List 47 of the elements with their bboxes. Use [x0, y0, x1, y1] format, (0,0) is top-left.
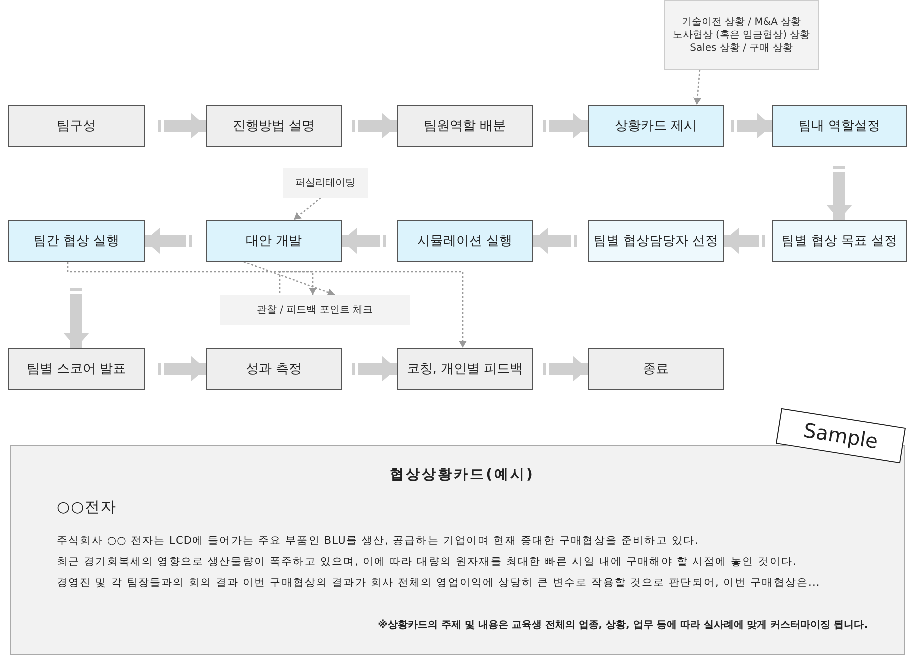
process-box	[588, 105, 724, 147]
step-label: 시뮬레이션 실행	[417, 233, 513, 250]
step-label: 상황카드 제시	[614, 118, 698, 135]
note-box	[220, 295, 410, 325]
step-label: 팀구성	[57, 118, 96, 135]
step-label: 팀별 스코어 발표	[26, 361, 126, 378]
dotted-arrow	[279, 271, 467, 348]
card-paragraph: 주식회사 ○○ 전자는 LCD에 들어가는 주요 부품인 BLU를 생산, 공급하는 기업이며 현재 중대한 구매협상을 준비하고 있다.	[57, 534, 699, 549]
process-box	[8, 220, 145, 262]
process-box	[772, 220, 907, 262]
card-title: 협상상황카드(예시)	[390, 466, 535, 484]
step-label: 진행방법 설명	[232, 118, 316, 135]
note-box	[664, 0, 819, 70]
card-paragraph: 최근 경기회복세의 영향으로 생산물량이 폭주하고 있으며, 이에 따라 대량의 원자재를 최대한 빠른 시일 내에 구매해야 할 시점에 놓인 것이다.	[57, 555, 797, 570]
process-box	[772, 105, 907, 147]
step-label: 성과 측정	[246, 361, 302, 378]
process-box	[397, 348, 533, 390]
footnote: ※상황카드의 주제 및 내용은 교육생 전체의 업종, 상황, 업무 등에 따라 실사례에 맞게 커스터마이징 됩니다.	[378, 618, 868, 632]
dotted-arrow	[244, 261, 336, 296]
dotted-arrow	[694, 70, 702, 106]
company-name: ○○전자	[57, 498, 118, 517]
process-box	[397, 105, 533, 147]
process-box	[588, 348, 724, 390]
note-text: 퍼실리테이팅	[296, 176, 356, 190]
note-text: 기술이전 상황 / M&A 상황	[682, 16, 802, 28]
dotted-arrow	[294, 198, 322, 220]
process-box	[588, 220, 724, 262]
step-label: 대안 개발	[246, 233, 302, 250]
dotted-arrow	[67, 262, 317, 295]
step-label: 팀원역할 배분	[424, 118, 506, 135]
process-box	[8, 105, 145, 147]
note-box	[283, 168, 368, 198]
step-label: 팀별 협상 목표 설정	[781, 233, 898, 250]
note-text: 관찰 / 피드백 포인트 체크	[256, 304, 374, 316]
card-paragraph: 경영진 및 각 팀장들과의 회의 결과 이번 구매협상의 결과가 회사 전체의 영업이익에 상당히 큰 변수로 작용할 것으로 판단되어, 이번 구매협상은...	[57, 576, 820, 591]
step-label: 종료	[643, 361, 669, 378]
process-box	[206, 348, 342, 390]
step-label: 팀간 협상 실행	[33, 233, 120, 250]
step-label: 팀내 역할설정	[798, 118, 881, 135]
process-box	[397, 220, 533, 262]
process-box	[206, 105, 342, 147]
note-text: 노사협상 (혹은 임금협상) 상황	[672, 28, 810, 42]
step-label: 팀별 협상담당자 선정	[593, 233, 719, 250]
step-label: 코칭, 개인별 피드백	[406, 361, 524, 378]
note-text: Sales 상황 / 구매 상황	[690, 42, 793, 54]
process-box	[8, 348, 145, 390]
process-box	[206, 220, 342, 262]
